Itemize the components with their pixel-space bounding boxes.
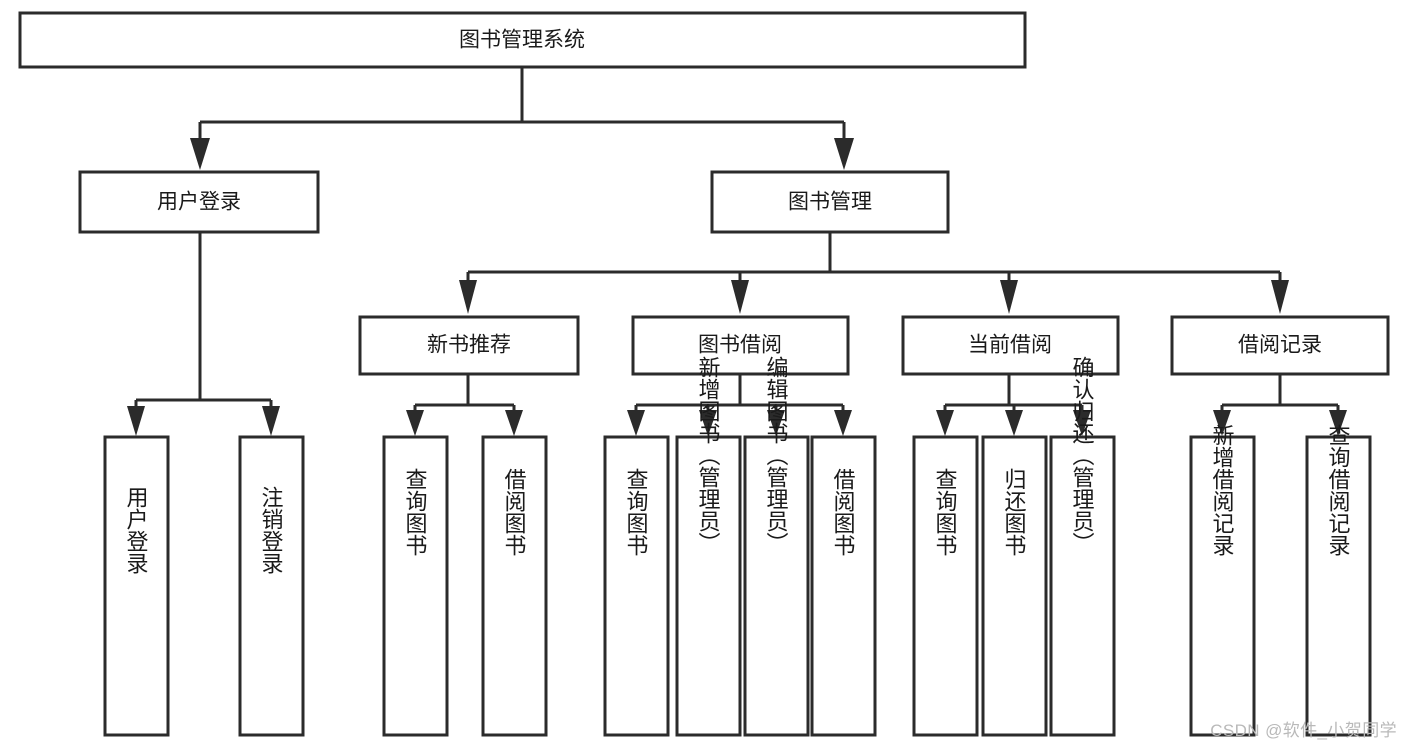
node-user-login[interactable]: 用户登录 xyxy=(78,170,320,234)
leaf-new-book-0[interactable]: 查询图书 xyxy=(382,435,449,737)
connector-borrowrecord-to-leaves xyxy=(1213,374,1347,436)
leaf-borrow-record-0[interactable]: 新增借阅记录 xyxy=(1189,424,1256,737)
connector-bookborrow-to-leaves xyxy=(627,374,852,436)
leaf-user-login-0[interactable]: 用户登录 xyxy=(103,435,170,737)
arrow-head-icon xyxy=(505,410,523,436)
arrow-head-icon xyxy=(1000,280,1018,314)
arrow-head-icon xyxy=(1005,410,1023,436)
node-root[interactable]: 图书管理系统 xyxy=(18,11,1027,69)
leaf-current-borrow-2-label: 确认归还（管理员） xyxy=(1070,356,1095,554)
connector-newbook-to-leaves xyxy=(406,374,523,436)
node-book-management[interactable]: 图书管理 xyxy=(710,170,950,234)
arrow-head-icon xyxy=(127,406,145,436)
arrow-head-icon xyxy=(767,410,785,436)
arrow-head-icon xyxy=(190,138,210,170)
leaf-user-login-0-label: 用户登录 xyxy=(124,486,149,574)
leaf-user-login-1-label: 注销登录 xyxy=(259,486,284,574)
arrow-head-icon xyxy=(834,410,852,436)
arrow-head-icon xyxy=(834,138,854,170)
arrow-head-icon xyxy=(406,410,424,436)
leaf-borrow-record-1[interactable]: 查询借阅记录 xyxy=(1305,424,1372,737)
node-book-borrow-label: 图书借阅 xyxy=(698,334,782,357)
connector-root-to-level2 xyxy=(190,67,854,170)
connector-userlogin-to-leaves xyxy=(127,232,280,436)
connector-bookmgmt-to-level3 xyxy=(459,232,1289,314)
leaf-book-borrow-0[interactable]: 查询图书 xyxy=(603,435,670,737)
node-new-book-recommend[interactable]: 新书推荐 xyxy=(358,315,580,376)
arrow-head-icon xyxy=(1271,280,1289,314)
arrow-head-icon xyxy=(731,280,749,314)
leaf-book-borrow-0-label: 查询图书 xyxy=(624,468,649,556)
leaf-book-borrow-1[interactable]: 新增图书（管理员） xyxy=(675,356,742,737)
leaf-book-borrow-2-label: 编辑图书（管理员） xyxy=(764,356,789,554)
leaf-new-book-1-label: 借阅图书 xyxy=(502,468,527,556)
node-current-borrow-label: 当前借阅 xyxy=(968,334,1052,357)
leaf-book-borrow-3[interactable]: 借阅图书 xyxy=(810,435,877,737)
leaf-new-book-1[interactable]: 借阅图书 xyxy=(481,435,548,737)
leaf-current-borrow-2[interactable]: 确认归还（管理员） xyxy=(1049,356,1116,737)
node-current-borrow[interactable]: 当前借阅 xyxy=(901,315,1120,376)
node-borrow-record-label: 借阅记录 xyxy=(1238,334,1322,357)
arrow-head-icon xyxy=(1073,410,1091,436)
arrow-head-icon xyxy=(699,410,717,436)
node-new-book-recommend-label: 新书推荐 xyxy=(427,334,511,357)
connector-currentborrow-to-leaves xyxy=(936,374,1091,436)
leaf-new-book-0-label: 查询图书 xyxy=(403,468,428,556)
arrow-head-icon xyxy=(1329,410,1347,436)
node-root-label: 图书管理系统 xyxy=(459,29,585,52)
leaf-current-borrow-1-label: 归还图书 xyxy=(1002,468,1027,556)
leaf-current-borrow-0[interactable]: 查询图书 xyxy=(912,435,979,737)
leaf-borrow-record-0-label: 新增借阅记录 xyxy=(1210,424,1235,556)
arrow-head-icon xyxy=(936,410,954,436)
leaf-user-login-1[interactable]: 注销登录 xyxy=(238,435,305,737)
arrow-head-icon xyxy=(459,280,477,314)
arrow-head-icon xyxy=(262,406,280,436)
leaf-book-borrow-3-label: 借阅图书 xyxy=(831,468,856,556)
node-user-login-label: 用户登录 xyxy=(157,191,241,214)
leaf-book-borrow-1-label: 新增图书（管理员） xyxy=(696,356,721,554)
arrow-head-icon xyxy=(1213,410,1231,436)
leaf-current-borrow-0-label: 查询图书 xyxy=(933,468,958,556)
node-book-management-label: 图书管理 xyxy=(788,191,872,214)
leaf-current-borrow-1[interactable]: 归还图书 xyxy=(981,435,1048,737)
node-book-borrow[interactable]: 图书借阅 xyxy=(631,315,850,376)
leaf-book-borrow-2[interactable]: 编辑图书（管理员） xyxy=(743,356,810,737)
arrow-head-icon xyxy=(627,410,645,436)
node-borrow-record[interactable]: 借阅记录 xyxy=(1170,315,1390,376)
leaf-borrow-record-1-label: 查询借阅记录 xyxy=(1326,424,1351,556)
